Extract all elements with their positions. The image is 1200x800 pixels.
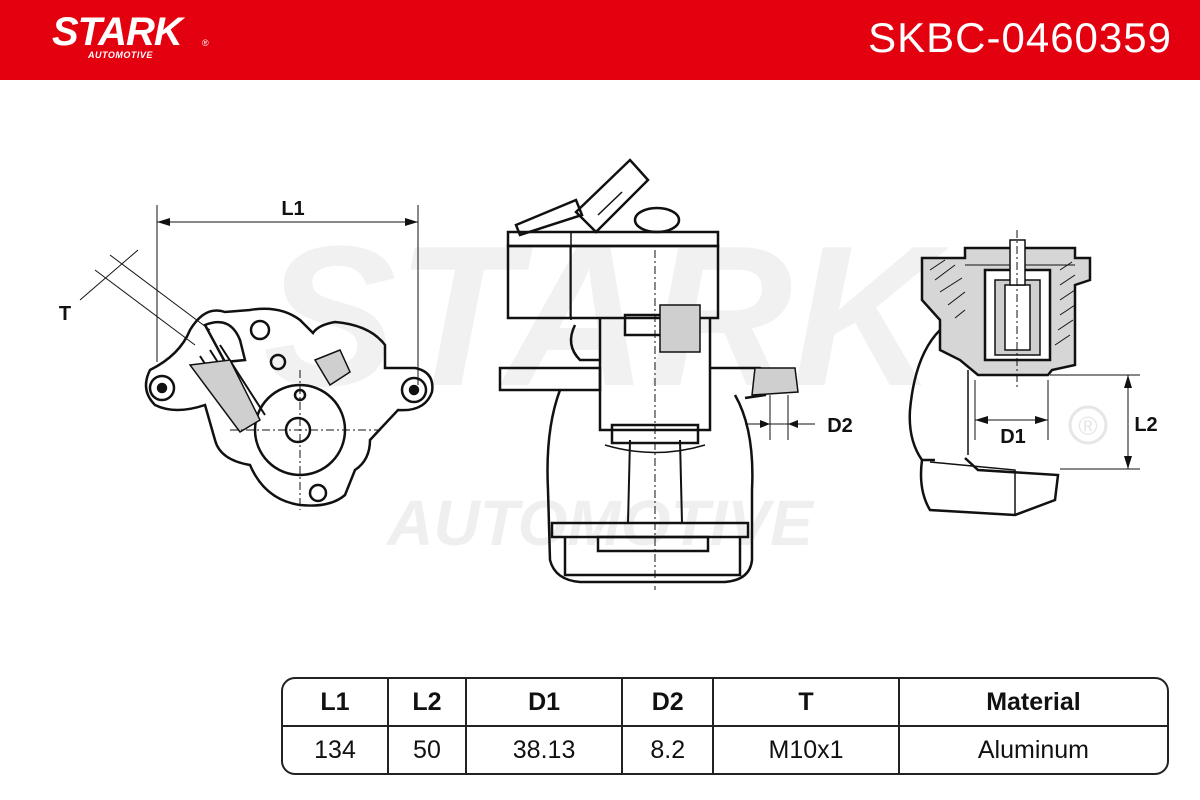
stark-logo: STARK ® AUTOMOTIVE	[52, 10, 209, 60]
header-cell-l1: L1	[283, 679, 388, 727]
dimension-label-t: T	[59, 303, 71, 325]
header-cell-t: T	[712, 679, 899, 727]
value-cell-t: M10x1	[712, 726, 899, 773]
watermark-registered-circle	[1068, 405, 1108, 445]
specification-table: L1 L2 D1 D2 T Material 134 50 38.13 8.2 …	[281, 677, 1169, 775]
part-number: SKBC-0460359	[868, 14, 1172, 61]
watermark-stark: STARK	[263, 205, 950, 428]
value-cell-d2: 8.2	[621, 726, 714, 773]
value-cell-d1: 38.13	[464, 726, 623, 773]
dimension-label-l2: L2	[1134, 414, 1157, 436]
technical-drawing: STARK AUTOMOTIVE ® L1 T	[59, 158, 1158, 590]
value-cell-l1: 134	[314, 735, 356, 764]
dimension-label-d2: D2	[827, 415, 853, 437]
caliper-side-view	[79, 205, 434, 510]
header-bar: STARK ® AUTOMOTIVE SKBC-0460359	[0, 0, 1200, 80]
table-row: 134 50 38.13 8.2 M10x1 Aluminum	[283, 726, 1167, 773]
logo-registered-mark: ®	[202, 38, 209, 48]
logo-brand-text: STARK	[52, 10, 183, 54]
dimension-label-l1: L1	[281, 198, 304, 220]
header-cell-d1: D1	[464, 679, 623, 727]
logo-sub-text: AUTOMOTIVE	[88, 50, 153, 60]
header-cell-l2: L2	[387, 679, 466, 727]
value-cell-material: Aluminum	[897, 726, 1167, 773]
watermark-registered: ®	[1078, 411, 1097, 441]
table-header-row: L1 L2 D1 D2 T Material	[283, 679, 1167, 727]
caliper-section-view	[908, 230, 1140, 517]
header-cell-d2: D2	[621, 679, 714, 727]
value-cell-l2: 50	[387, 726, 466, 773]
dimension-label-d1: D1	[1000, 426, 1026, 448]
caliper-front-view	[498, 158, 815, 590]
header-cell-material: Material	[897, 679, 1167, 727]
